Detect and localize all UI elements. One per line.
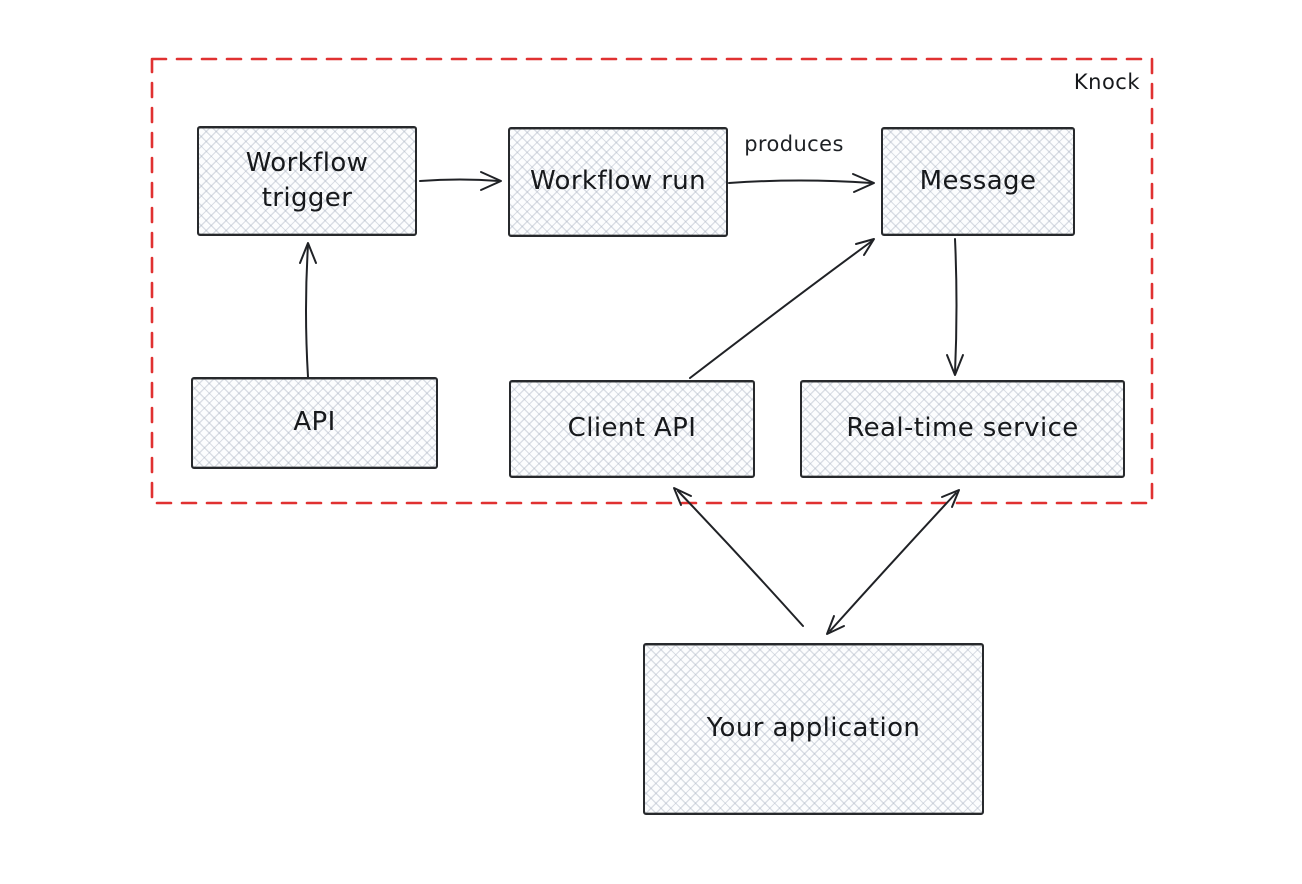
edge-your-application-to-real-time-service bbox=[826, 489, 960, 635]
node-real-time-service-label: Real-time service bbox=[846, 413, 1079, 444]
edge-message-to-real-time-service bbox=[946, 238, 964, 376]
node-your-application: Your application bbox=[643, 643, 984, 815]
edge-client-api-to-message bbox=[689, 238, 875, 379]
node-client-api-label: Client API bbox=[567, 413, 697, 444]
edge-workflow-trigger-to-workflow-run bbox=[419, 171, 502, 191]
node-your-application-label: Your application bbox=[706, 713, 921, 744]
edge-your-application-to-client-api bbox=[673, 487, 804, 627]
knock-boundary-rect bbox=[150, 57, 1154, 505]
node-real-time-service: Real-time service bbox=[800, 380, 1125, 478]
node-client-api: Client API bbox=[509, 380, 755, 478]
node-api-label: API bbox=[293, 407, 336, 438]
edge-label-produces: produces bbox=[744, 132, 844, 156]
node-message: Message bbox=[881, 127, 1075, 236]
edge-api-to-workflow-trigger bbox=[299, 242, 317, 378]
node-workflow-run: Workflow run bbox=[508, 127, 728, 237]
node-workflow-trigger: Workflow trigger bbox=[197, 126, 417, 236]
node-workflow-trigger-label: Workflow trigger bbox=[245, 147, 369, 213]
knock-boundary-label: Knock bbox=[1073, 70, 1140, 94]
node-api: API bbox=[191, 377, 438, 469]
node-message-label: Message bbox=[919, 165, 1037, 196]
node-workflow-run-label: Workflow run bbox=[529, 166, 707, 197]
edge-workflow-run-to-message bbox=[728, 173, 875, 193]
